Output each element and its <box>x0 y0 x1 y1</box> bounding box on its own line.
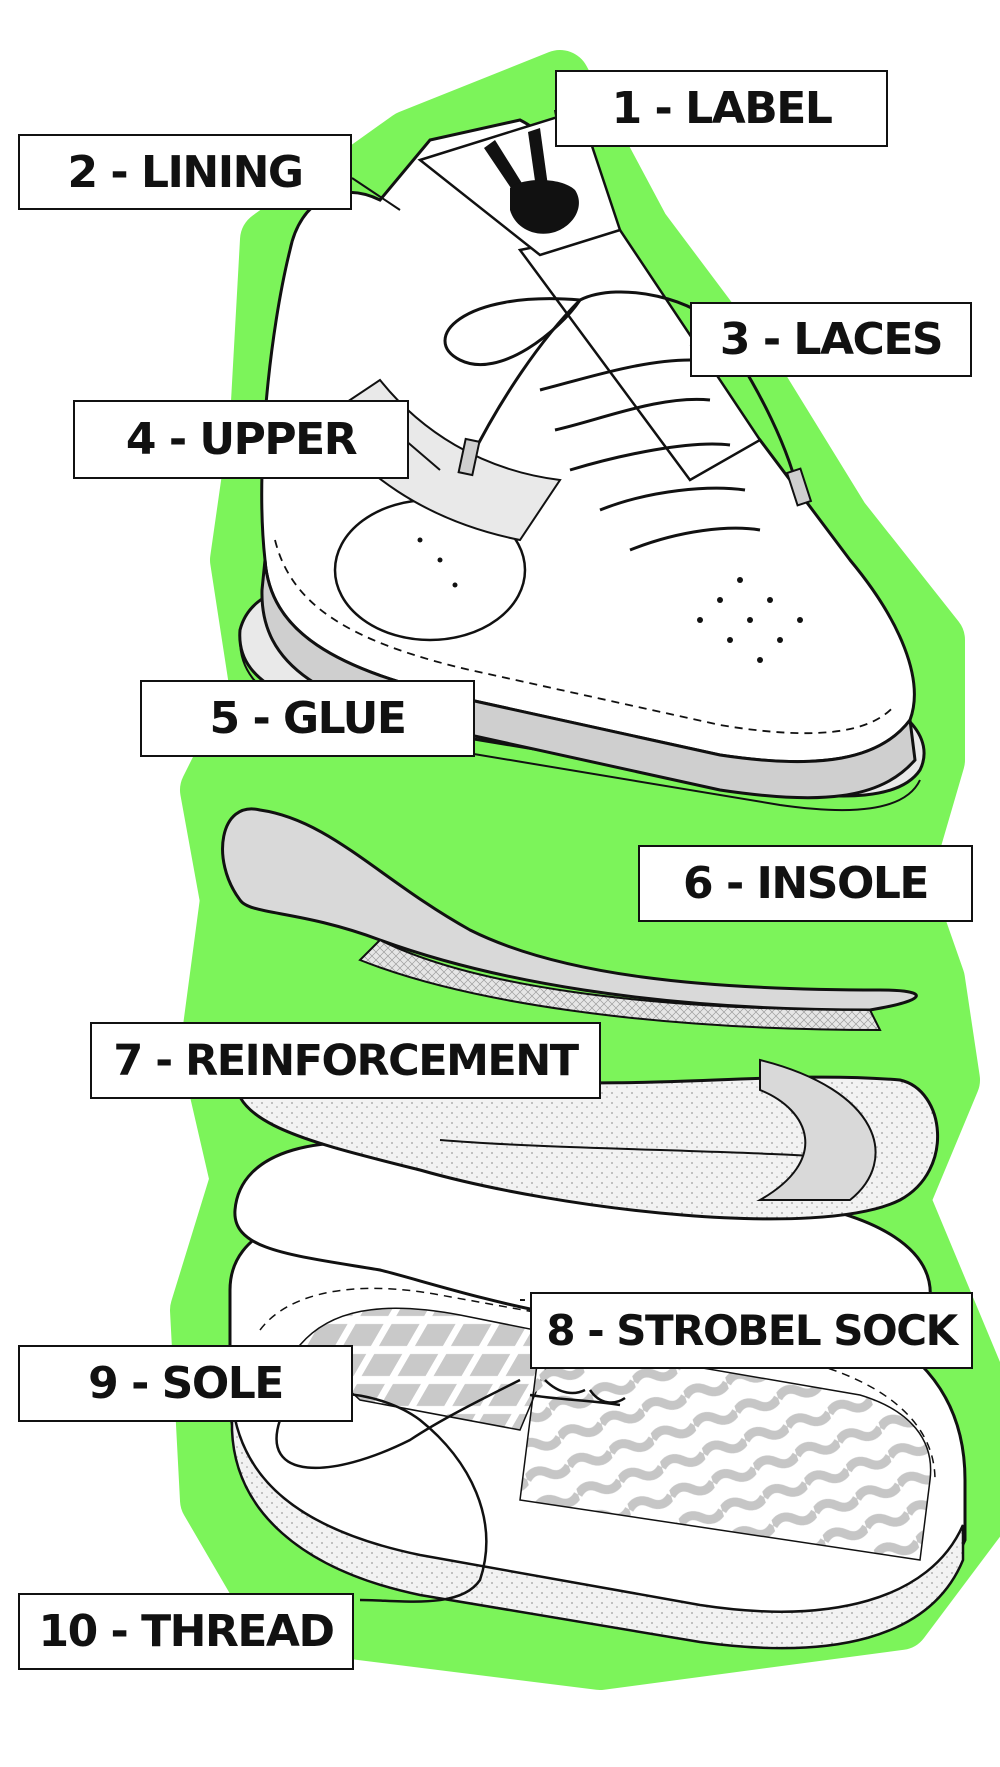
part-label-sole: 9 - SOLE <box>18 1345 353 1422</box>
part-label-lining: 2 - LINING <box>18 134 352 210</box>
part-label-thread: 10 - THREAD <box>18 1593 354 1670</box>
part-label-upper: 4 - UPPER <box>73 400 409 479</box>
peace-hand-icon <box>484 128 579 234</box>
part-label-reinforcement: 7 - REINFORCEMENT <box>90 1022 601 1099</box>
part-label-glue: 5 - GLUE <box>140 680 475 757</box>
part-label-strobel-sock: 8 - STROBEL SOCK <box>530 1292 973 1369</box>
part-label-label: 1 - LABEL <box>555 70 888 147</box>
insole <box>221 807 918 1032</box>
part-label-insole: 6 - INSOLE <box>638 845 973 922</box>
part-label-laces: 3 - LACES <box>690 302 972 377</box>
